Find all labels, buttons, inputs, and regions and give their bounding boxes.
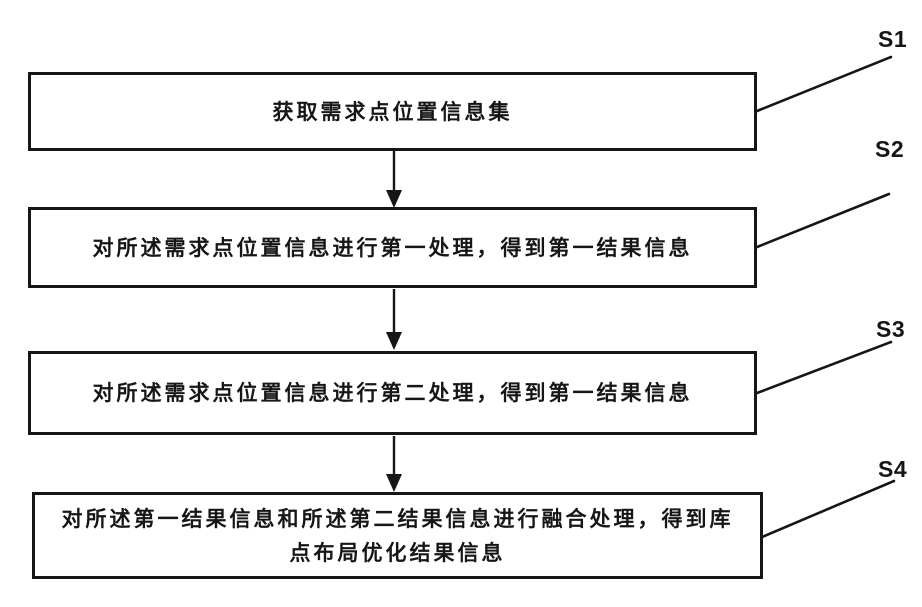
down-arrow-3 bbox=[386, 436, 402, 492]
flow-step-4-box: 对所述第一结果信息和所述第二结果信息进行融合处理，得到库点布局优化结果信息 bbox=[32, 492, 763, 579]
step-label-s2: S2 bbox=[875, 136, 905, 162]
flow-step-2-text: 对所述需求点位置信息进行第一处理，得到第一结果信息 bbox=[92, 234, 693, 260]
leader-line-s3 bbox=[755, 340, 893, 395]
down-arrow-2 bbox=[386, 289, 402, 350]
step-label-s3: S3 bbox=[876, 316, 906, 342]
down-arrow-1 bbox=[386, 151, 402, 208]
step-label-s1: S1 bbox=[878, 26, 908, 52]
flow-step-1-text: 获取需求点位置信息集 bbox=[272, 98, 513, 124]
flow-step-4-text: 对所述第一结果信息和所述第二结果信息进行融合处理，得到库点布局优化结果信息 bbox=[61, 505, 734, 565]
flow-step-3-box: 对所述需求点位置信息进行第二处理，得到第一结果信息 bbox=[28, 351, 757, 435]
leader-line-s2 bbox=[755, 192, 891, 249]
step-label-s4: S4 bbox=[878, 456, 908, 482]
leader-line-s4 bbox=[760, 479, 896, 539]
leader-line-s1 bbox=[755, 55, 893, 113]
flow-step-1-box: 获取需求点位置信息集 bbox=[28, 72, 757, 151]
flow-step-3-text: 对所述需求点位置信息进行第二处理，得到第一结果信息 bbox=[92, 380, 693, 405]
flow-step-2-box: 对所述需求点位置信息进行第一处理，得到第一结果信息 bbox=[28, 207, 757, 288]
